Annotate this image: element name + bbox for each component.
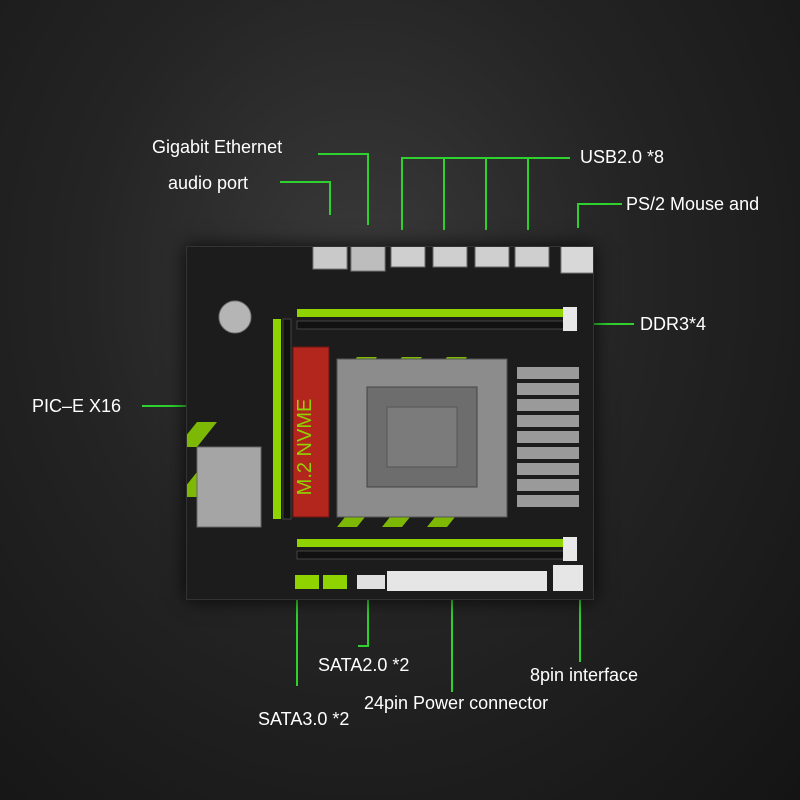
label-audio-port: audio port <box>168 173 249 193</box>
label-ddr3: DDR3*4 <box>640 314 707 334</box>
usb-callout-line <box>401 157 570 230</box>
label-24pin: 24pin Power connector <box>364 693 549 713</box>
audio-callout-line <box>280 181 331 215</box>
ethernet-callout-line <box>318 153 369 225</box>
m2-silkscreen: M.2 NVME <box>294 399 316 496</box>
ps2-callout-line <box>577 203 622 228</box>
pcie-slot <box>273 319 281 519</box>
label-sata2: SATA2.0 *2 <box>318 655 410 675</box>
m2-card <box>292 346 330 518</box>
label-gigabit-ethernet: Gigabit Ethernet <box>152 137 283 157</box>
label-ps2: PS/2 Mouse and <box>626 194 760 214</box>
sata2-callout-line <box>358 596 369 647</box>
label-pcie: PIC–E X16 <box>32 396 122 416</box>
label-sata3: SATA3.0 *2 <box>258 709 350 729</box>
motherboard-drawing: M.2 NVME <box>177 232 596 599</box>
label-usb: USB2.0 *8 <box>580 147 665 167</box>
vrm-heatsink <box>517 367 579 507</box>
sata3-ports <box>295 575 319 589</box>
dimm-slots <box>296 307 577 561</box>
label-8pin: 8pin interface <box>530 665 639 685</box>
atx-24pin <box>387 571 547 591</box>
motherboard: M.2 NVME <box>177 232 596 600</box>
chipset-heatsink <box>196 446 262 528</box>
cpu-socket <box>336 358 508 518</box>
sata2-ports <box>357 575 385 589</box>
eps-8pin <box>553 565 583 591</box>
